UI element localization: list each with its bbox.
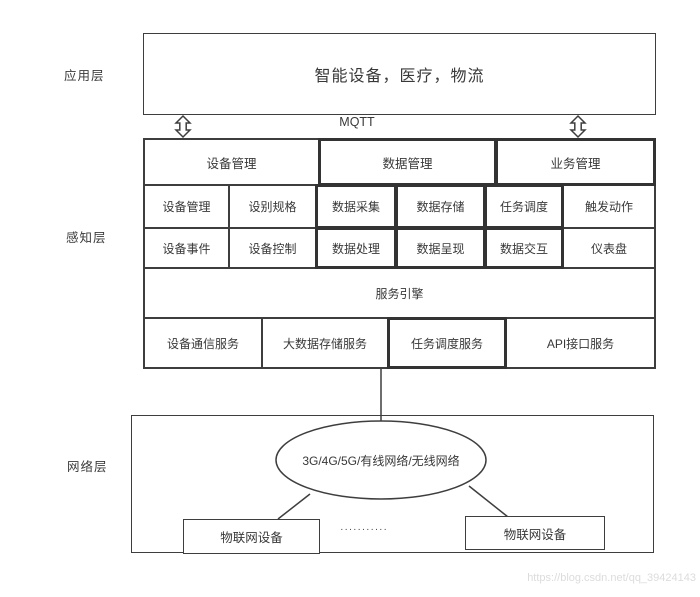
devices-ellipsis-dots: ··········· xyxy=(340,524,388,535)
network-layer-box xyxy=(131,415,654,553)
service-device-communication: 设备通信服务 xyxy=(143,317,263,369)
cell-device-control: 设备控制 xyxy=(228,227,317,269)
iot-device-box-left: 物联网设备 xyxy=(183,519,320,554)
header-business-management: 业务管理 xyxy=(495,138,656,186)
cell-device-spec: 设别规格 xyxy=(228,184,317,229)
service-api-interface: API接口服务 xyxy=(505,317,656,369)
application-box: 智能设备，医疗，物流 xyxy=(143,33,656,115)
cell-trigger-action: 触发动作 xyxy=(562,184,656,229)
double-arrow-icon xyxy=(569,114,587,139)
cell-data-interaction: 数据交互 xyxy=(484,227,564,269)
network-cloud-ellipse xyxy=(275,420,487,500)
cell-device-management: 设备管理 xyxy=(143,184,230,229)
double-arrow-icon xyxy=(174,114,192,139)
header-data-management: 数据管理 xyxy=(318,138,497,186)
cell-dashboard: 仪表盘 xyxy=(562,227,656,269)
perception-layer-label: 感知层 xyxy=(66,231,107,245)
header-device-management: 设备管理 xyxy=(143,138,320,186)
cell-device-events: 设备事件 xyxy=(143,227,230,269)
cell-data-presentation: 数据呈现 xyxy=(395,227,486,269)
service-task-scheduling: 任务调度服务 xyxy=(387,317,507,369)
service-engine-box: 服务引擎 xyxy=(143,267,656,319)
mqtt-protocol-label: MQTT xyxy=(339,115,375,129)
network-layer-label: 网络层 xyxy=(67,460,108,474)
application-layer-label: 应用层 xyxy=(64,69,105,83)
network-cloud-label: 3G/4G/5G/有线网络/无线网络 xyxy=(302,454,460,468)
cell-task-scheduling: 任务调度 xyxy=(484,184,564,229)
cell-data-collection: 数据采集 xyxy=(315,184,397,229)
cell-data-processing: 数据处理 xyxy=(315,227,397,269)
iot-device-box-right: 物联网设备 xyxy=(465,516,605,550)
service-bigdata-storage: 大数据存储服务 xyxy=(261,317,389,369)
cell-data-storage: 数据存储 xyxy=(395,184,486,229)
watermark-url: https://blog.csdn.net/qq_39424143 xyxy=(527,572,696,584)
